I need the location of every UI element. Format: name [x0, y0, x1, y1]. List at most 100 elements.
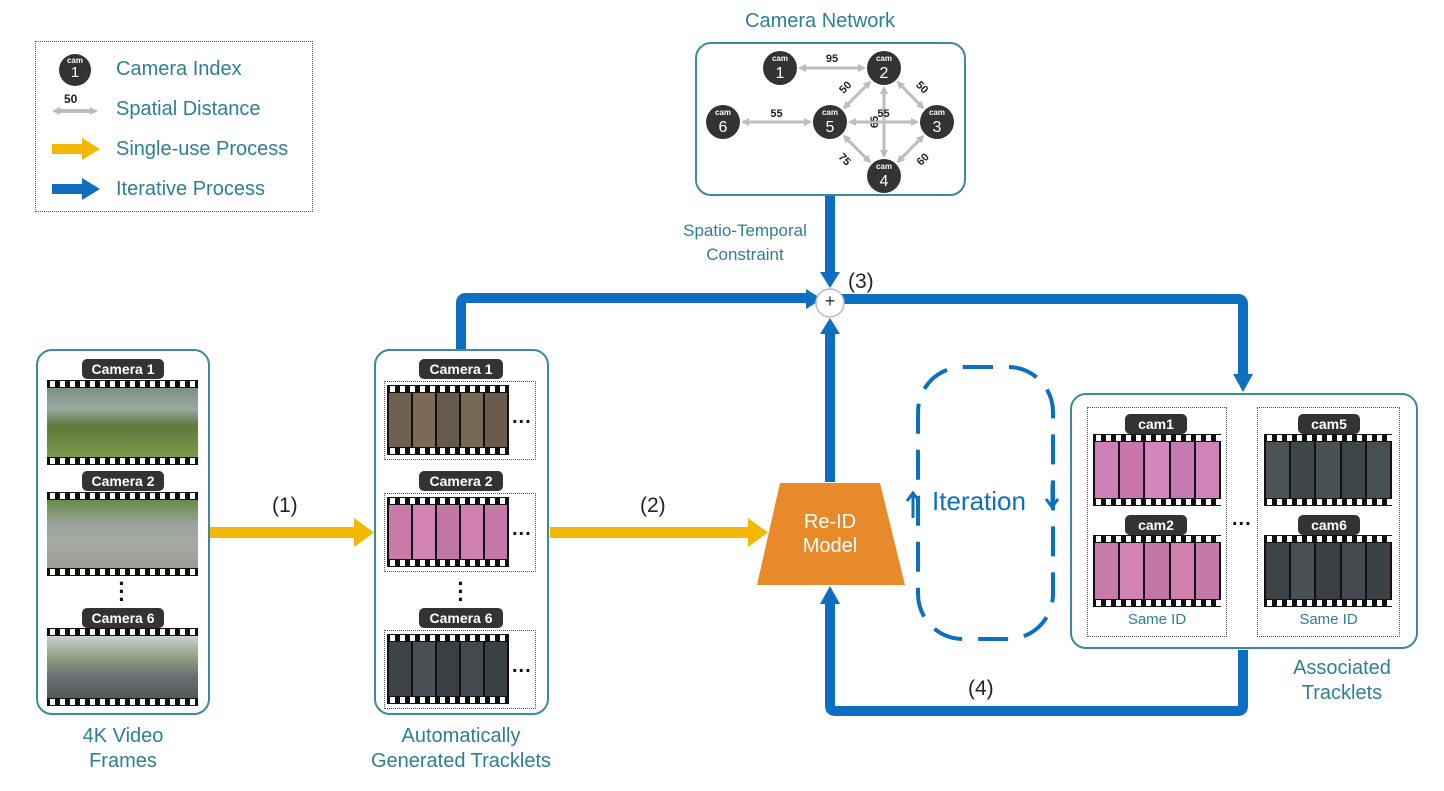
network-node-cam-label: cam: [876, 162, 892, 171]
network-node-number: 2: [880, 65, 889, 82]
arrow-step-2: [550, 518, 768, 547]
associated-left-group: [1087, 407, 1227, 637]
tracklet-camera-1-label: Camera 1: [419, 359, 503, 379]
legend-box: [35, 41, 313, 212]
associated-caption-line-2: Tracklets: [1301, 682, 1383, 704]
step-1-label: (1): [272, 494, 298, 517]
tracklet-strip-camera-2: [387, 497, 509, 567]
constraint-line-2: Constraint: [706, 245, 784, 264]
assoc-cam6-label: cam6: [1298, 515, 1360, 535]
tracklet-box-camera-6: [384, 630, 536, 709]
network-node-cam-3: cam 3: [920, 105, 954, 139]
tracklet-box-camera-2: [384, 493, 536, 572]
legend-badge-top: cam: [66, 56, 83, 65]
arrow-head-reid-bottom: [820, 586, 840, 604]
video-frame-camera-6: [47, 628, 198, 706]
tracklets-caption-line-2: Generated Tracklets: [370, 750, 552, 772]
reid-label: Re-ID Model: [780, 510, 880, 558]
assoc-strip-cam5: [1264, 434, 1392, 506]
reid-line-1: Re-ID: [803, 511, 857, 533]
tracklet-strip-camera-6: [387, 634, 509, 704]
assoc-left-same-id: Same ID: [1127, 611, 1187, 628]
arrow-head-plus-left: [806, 289, 822, 309]
tracklet-vertical-ellipsis: ···: [457, 571, 465, 612]
constraint-line-1: Spatio-Temporal: [683, 221, 807, 240]
video-caption-line-2: Frames: [89, 750, 157, 772]
associated-right-group: [1257, 407, 1400, 637]
step-2-label: (2): [640, 494, 666, 517]
arrow-head-associated: [1233, 374, 1253, 392]
tracklets-caption: Automatically Generated Tracklets: [346, 724, 576, 774]
iteration-down-arrow: [1044, 484, 1060, 510]
legend-badge-num: 1: [70, 64, 80, 81]
plus-sign: +: [824, 291, 836, 311]
video-camera-2-label: Camera 2: [82, 471, 164, 491]
network-node-cam-label: cam: [929, 108, 945, 117]
network-edge-3-4: [896, 134, 925, 164]
iterative-arrow-icon: [52, 178, 100, 200]
legend-iterative: Iterative Process: [116, 178, 265, 200]
video-camera-6-label: Camera 6: [82, 608, 164, 628]
step-4-label: (4): [968, 677, 994, 700]
reid-model-shape: [757, 483, 905, 585]
network-edge-label-1-2: 95: [826, 53, 838, 65]
network-node-cam-label: cam: [772, 54, 788, 63]
network-edge-5-4: [842, 134, 872, 164]
tracklet-camera-2-label: Camera 2: [419, 471, 503, 491]
network-node-cam-1: cam 1: [763, 51, 797, 85]
network-node-cam-4: cam 4: [867, 159, 901, 193]
network-node-number: 1: [776, 65, 785, 82]
network-title: Camera Network: [745, 10, 896, 32]
iteration-label: Iteration: [932, 486, 1026, 516]
arrow-step-1: [210, 518, 374, 547]
network-node-cam-5: cam 5: [813, 105, 847, 139]
assoc-strip-cam1: [1093, 434, 1221, 506]
camera-index-icon: [59, 54, 91, 86]
tracklet-strip-camera-1: [387, 385, 509, 455]
video-frame-camera-1: [47, 380, 198, 465]
tracklets-caption-line-1: Automatically: [401, 725, 521, 747]
arrow-head-plus-top: [820, 272, 840, 288]
network-node-cam-label: cam: [822, 108, 838, 117]
video-frame-camera-2: [47, 492, 198, 576]
legend-camera-index: Camera Index: [116, 58, 242, 80]
network-node-cam-label: cam: [715, 108, 731, 117]
step-3-label: (3): [848, 270, 874, 293]
video-camera-1-label: Camera 1: [82, 359, 164, 379]
single-use-arrow-icon: [52, 138, 100, 160]
assoc-cam5-label: cam5: [1298, 414, 1360, 434]
assoc-ellipsis: ...: [1232, 508, 1252, 530]
associated-caption: Associated Tracklets: [1262, 656, 1422, 706]
arrow-head-plus-bottom: [820, 318, 840, 334]
network-node-cam-6: cam6: [706, 105, 740, 139]
network-edge-label-6-5: 55: [770, 108, 782, 120]
video-frames-caption: 4K Video Frames: [50, 724, 196, 774]
constraint-label: Spatio-Temporal Constraint: [665, 219, 825, 267]
assoc-cam1-label: cam1: [1125, 414, 1187, 434]
network-node-number: 4: [880, 173, 889, 190]
assoc-right-same-id: Same ID: [1299, 611, 1358, 628]
associated-caption-line-1: Associated: [1293, 657, 1391, 679]
network-node-number: 5: [826, 119, 835, 136]
legend-single-use: Single-use Process: [116, 138, 289, 160]
assoc-strip-cam2: [1093, 535, 1221, 607]
network-node-cam-label: cam: [876, 54, 892, 63]
network-edge-label-5-3: 55: [877, 108, 889, 120]
video-vertical-ellipsis: ···: [118, 571, 126, 612]
tracklet-box-camera-1: [384, 381, 536, 460]
assoc-strip-cam6: [1264, 535, 1392, 607]
tracklet-ellipsis-1: ...: [512, 406, 532, 428]
network-edge-2-3: [896, 80, 925, 110]
network-node-number: 3: [933, 119, 942, 136]
tracklet-ellipsis-6: ...: [512, 655, 532, 677]
arrow-step-4-loop: [825, 604, 1248, 716]
legend-distance-value: 50: [64, 92, 78, 106]
arrow-constraint-shaft: [825, 196, 835, 276]
reid-line-2: Model: [802, 535, 858, 557]
video-caption-line-1: 4K Video: [82, 725, 164, 747]
network-node-cam-2: cam 2: [867, 51, 901, 85]
legend-spatial-distance: Spatial Distance: [116, 98, 261, 120]
